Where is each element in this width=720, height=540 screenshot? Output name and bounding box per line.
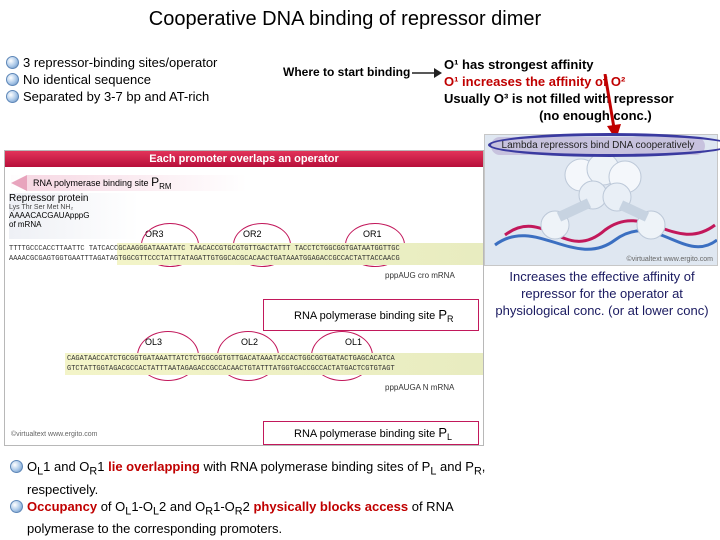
prm-label: RNA polymerase binding site	[33, 178, 149, 188]
left-arrow-icon	[11, 175, 27, 191]
bottom-notes: OL1 and OR1 lie overlapping with RNA pol…	[10, 458, 510, 537]
dna-bottom-strand-2: GTCTATTGGTAGACGCCACTATTTAATAGAGACCGCCACA…	[67, 365, 395, 373]
pr-site: RNA polymerase binding site PR	[263, 299, 479, 331]
lambda-watermark: ©virtualtext www.ergito.com	[626, 256, 713, 263]
bullet-item: No identical sequence	[6, 71, 217, 88]
cro-mrna-label: pppAUG cro mRNA	[385, 271, 455, 280]
where-to-start-label: Where to start binding	[283, 65, 411, 79]
dna-top-strand-1: TTTTGCCCACCTTAATTC TATCACCGCAAGGGATAAATA…	[9, 245, 400, 253]
repressor-box: Repressor protein Lys Thr Ser Met NH₂ AA…	[9, 193, 139, 239]
bullet-icon	[6, 73, 19, 86]
bullet-item: Separated by 3-7 bp and AT-rich	[6, 88, 217, 105]
note-line-4: (no enough conc.)	[539, 108, 652, 123]
note-line-1: O¹ has strongest affinity	[444, 57, 594, 72]
bottom-bullet-1: OL1 and OR1 lie overlapping with RNA pol…	[10, 458, 510, 498]
operator-left-band	[65, 353, 483, 375]
dna-bottom-strand-1: AAAACGCGAGTGGTGAATTTAGATAGTGGCGTTCCCTATT…	[9, 255, 400, 263]
caption-highlight-ring	[488, 133, 720, 157]
affinity-notes: O¹ has strongest affinity O¹ increases t…	[444, 56, 674, 124]
right-arrow-icon	[412, 68, 442, 78]
pointer-arrow-icon	[603, 74, 621, 140]
operator-right-band	[117, 243, 483, 265]
figure-banner: Each promoter overlaps an operator	[5, 151, 483, 167]
pl-site: RNA polymerase binding site PL	[263, 421, 479, 445]
bullet-icon	[6, 56, 19, 69]
bullet-icon	[6, 90, 19, 103]
note-line-2: O¹ increases the affinity of O²	[444, 74, 626, 89]
repressor-dimer-icon	[494, 155, 717, 251]
n-mrna-label: pppAUGA N mRNA	[385, 383, 455, 392]
bullet-icon	[10, 460, 23, 473]
bottom-bullet-2: Occupancy of OL1-OL2 and OR1-OR2 physica…	[10, 498, 510, 538]
increase-affinity-text: Increases the effective affinity of repr…	[495, 269, 709, 318]
note-line-3: Usually O³ is not filled with repressor	[444, 91, 674, 106]
dna-top-strand-2: CAGATAACCATCTGCGGTGATAAATTATCTCTGGCGGTGT…	[67, 355, 395, 363]
bullet-item: 3 repressor-binding sites/operator	[6, 54, 217, 71]
slide-title: Cooperative DNA binding of repressor dim…	[148, 8, 542, 30]
prm-site: RNA polymerase binding site PRM	[11, 175, 247, 191]
operator-figure: Each promoter overlaps an operator RNA p…	[4, 150, 484, 446]
bullet-icon	[10, 499, 23, 513]
figure-watermark: ©virtualtext www.ergito.com	[11, 431, 98, 438]
operator-bullets: 3 repressor-binding sites/operator No id…	[6, 54, 217, 105]
